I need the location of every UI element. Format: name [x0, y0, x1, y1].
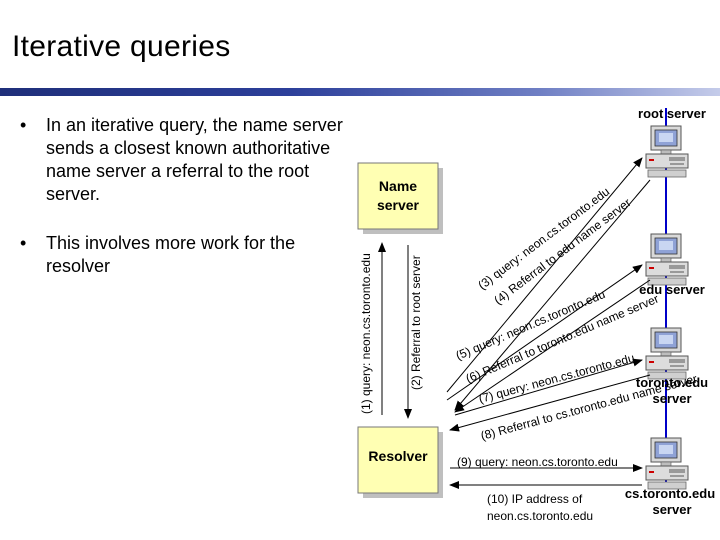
name-server-label: server — [377, 197, 420, 213]
slide-title: Iterative queries — [12, 30, 231, 63]
bullet-text: In an iterative query, the name server s… — [46, 115, 343, 204]
arrow-query-7 — [454, 358, 643, 416]
bullet-dot-icon: • — [20, 115, 27, 135]
cs-toronto-server-label: cs.toronto.edu — [625, 486, 715, 501]
arrow-referral-8 — [449, 374, 651, 432]
bullet-item: • This involves more work for the resolv… — [18, 232, 348, 278]
bullet-text: This involves more work for the resolver — [46, 233, 296, 276]
message-10-label: (10) IP address of — [487, 492, 583, 506]
toronto-server-label: toronto.edu — [636, 375, 708, 390]
toronto-server-label: server — [652, 391, 691, 406]
resolver-label: Resolver — [368, 448, 428, 464]
bullet-item: • In an iterative query, the name server… — [18, 114, 348, 206]
message-1-label: (1) query: neon.cs.toronto.edu — [359, 253, 373, 414]
message-4-label: (4) Referral to edu name server — [491, 195, 633, 307]
name-server-label: Name — [379, 178, 417, 194]
title-underline — [0, 88, 720, 96]
edu-server-label: edu server — [639, 282, 705, 297]
iterative-query-diagram: Name server Resolver (1) query: neon.cs.… — [357, 106, 715, 523]
name-server-box: Name server — [357, 162, 443, 234]
bullet-list: • In an iterative query, the name server… — [18, 114, 348, 304]
cs-toronto-server-label: server — [652, 502, 691, 517]
resolver-box: Resolver — [357, 426, 443, 498]
root-server-label: root server — [638, 106, 706, 121]
arrow-referral-6 — [454, 279, 651, 413]
message-2-label: (2) Referral to root server — [409, 255, 423, 390]
bullet-dot-icon: • — [20, 233, 27, 253]
message-10-label: neon.cs.toronto.edu — [487, 509, 593, 523]
arrow-query-3 — [446, 157, 643, 393]
arrow-query-5 — [446, 264, 643, 401]
message-9-label: (9) query: neon.cs.toronto.edu — [457, 455, 618, 469]
